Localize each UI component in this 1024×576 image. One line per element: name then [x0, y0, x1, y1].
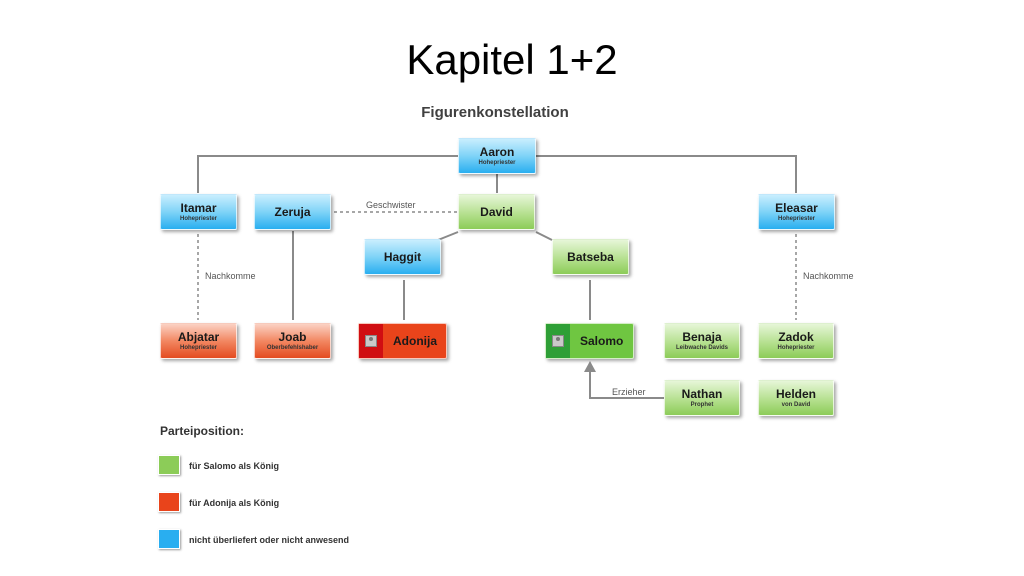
node-haggit: Haggit [364, 239, 441, 275]
node-name: Helden [775, 387, 816, 401]
node-name: Aaron [479, 145, 515, 159]
node-name: Adonija [393, 334, 437, 348]
node-zeruja: Zeruja [254, 194, 331, 230]
node-name: David [480, 205, 513, 219]
node-role: Hohepriester [478, 160, 516, 166]
node-name: Haggit [383, 250, 422, 264]
legend-label-salomo: für Salomo als König [189, 461, 280, 471]
node-batseba: Batseba [552, 239, 629, 275]
node-name: Joab [278, 330, 307, 344]
node-role: Hohepriester [777, 345, 815, 351]
link-david-batseba [535, 231, 553, 241]
node-zadok: Zadok Hohepriester [758, 323, 834, 359]
diagram-subtitle: Figurenkonstellation [421, 104, 569, 121]
arrowhead-erzieher [584, 361, 596, 372]
node-role: Prophet [690, 402, 714, 408]
node-itamar: Itamar Hohepriester [160, 194, 237, 230]
node-name: Batseba [567, 250, 614, 264]
legend-label-adonija: für Adonija als König [189, 498, 280, 508]
node-salomo: Salomo [545, 323, 634, 359]
link-david-haggit [437, 231, 459, 241]
node-name: Benaja [682, 330, 722, 344]
page-title: Kapitel 1+2 [406, 36, 618, 83]
node-joab: Joab Oberbefehlshaber [254, 323, 331, 359]
node-adonija: Adonija [358, 323, 447, 359]
node-helden: Helden von David [758, 380, 834, 416]
legend-label-absent: nicht überliefert oder nicht anwesend [189, 535, 350, 545]
node-eleasar: Eleasar Hohepriester [758, 194, 835, 230]
node-role: Leibwache Davids [675, 345, 729, 351]
node-role: Hohepriester [777, 216, 815, 222]
legend-heading: Parteiposition: [160, 424, 245, 438]
link-nathan-salomo [589, 368, 664, 399]
node-benaja: Benaja Leibwache Davids [664, 323, 740, 359]
edge-label-nachkomme-right: Nachkomme [803, 271, 854, 281]
node-name: Eleasar [775, 201, 818, 215]
node-name: Salomo [580, 334, 624, 348]
node-abjatar: Abjatar Hohepriester [160, 323, 237, 359]
legend-swatch-red [158, 492, 180, 512]
node-name: Abjatar [177, 330, 220, 344]
node-name: Zeruja [274, 205, 311, 219]
node-david: David [458, 194, 535, 230]
node-nathan: Nathan Prophet [664, 380, 740, 416]
node-role: von David [781, 402, 811, 408]
legend-swatch-green [158, 455, 180, 475]
link-aaron-eleasar [536, 155, 797, 193]
node-name: Zadok [778, 330, 814, 344]
node-name: Nathan [681, 387, 723, 401]
edge-label-nachkomme-left: Nachkomme [205, 271, 256, 281]
node-aaron: Aaron Hohepriester [458, 138, 536, 174]
edge-label-erzieher: Erzieher [612, 387, 646, 397]
person-icon [365, 335, 377, 347]
node-role: Hohepriester [179, 216, 217, 222]
edge-label-geschwister: Geschwister [366, 200, 416, 210]
legend-swatch-blue [158, 529, 180, 549]
person-icon [552, 335, 564, 347]
node-role: Oberbefehlshaber [266, 345, 319, 351]
person-badge [546, 324, 570, 358]
person-badge [359, 324, 383, 358]
node-role: Hohepriester [179, 345, 217, 351]
node-name: Itamar [180, 201, 217, 215]
link-aaron-itamar [197, 155, 458, 193]
